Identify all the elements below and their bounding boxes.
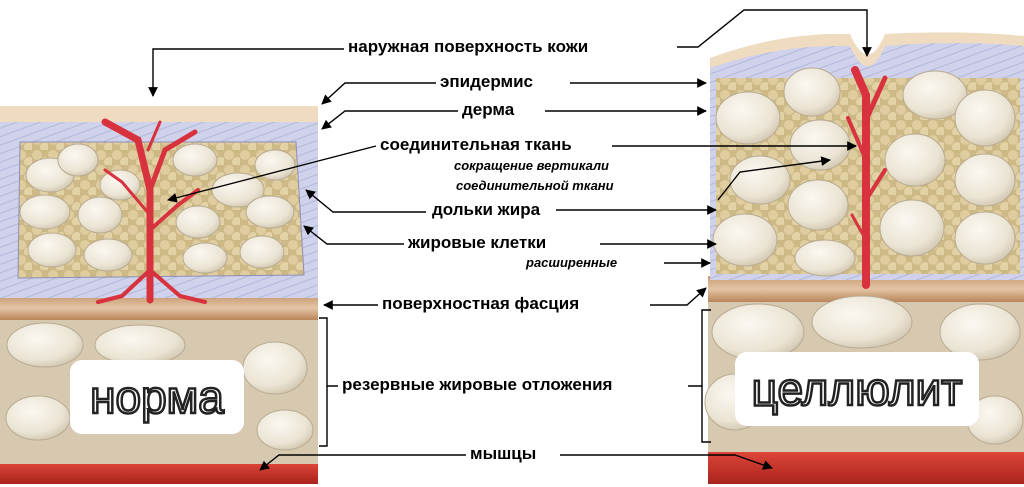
normal-skin-panel [0,106,318,484]
muscle-layer [708,450,1024,484]
epidermis-layer [710,32,1024,68]
superficial-fascia-layer [0,296,318,320]
fat-cells-label: жировые клетки [406,233,549,253]
reserve-fat-cells [5,322,314,451]
normal-panel-tag: норма [70,360,244,434]
reserve-fat-label: резервные жировые отложения [340,375,615,395]
muscle-layer [0,462,318,484]
connective-tissue-label: соединительная ткань [378,135,574,155]
connective-tissue-septum [96,118,207,304]
vertical-contraction-label-1: сокращение вертикали [452,158,611,174]
superficial-fascia-label: поверхностная фасция [380,294,582,314]
pointer-lines [148,9,872,471]
epidermis-label: эпидермис [438,72,535,92]
epidermis-layer [0,106,318,122]
connective-tissue-septum [846,66,888,289]
vertical-contraction-label-2: соединительной ткани [454,178,616,194]
muscles-label: мышцы [468,444,539,464]
cellulite-panel-tag: целлюлит [735,352,979,426]
expanded-label: расширенные [524,255,620,271]
fat-cell-group [19,143,296,274]
dermis-label: дерма [460,100,517,120]
fat-lobules-label: дольки жира [430,200,543,220]
outer-skin-surface-label: наружная поверхность кожи [346,37,591,57]
